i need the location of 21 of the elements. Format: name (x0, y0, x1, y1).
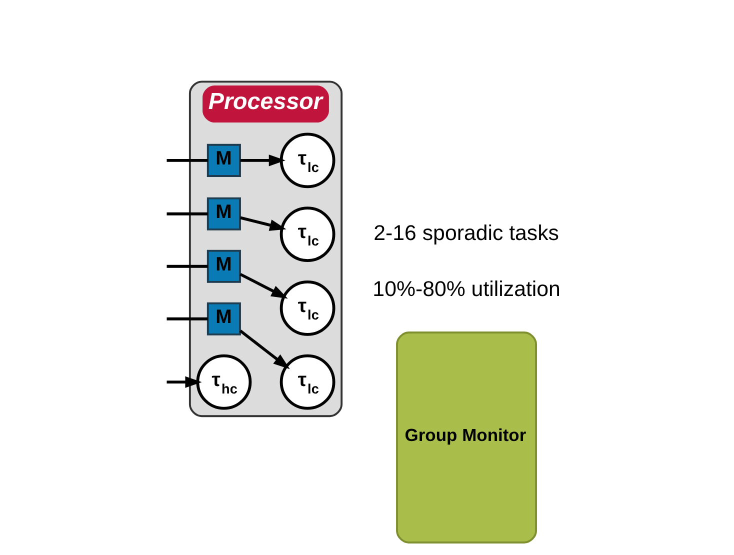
arrow (240, 154, 286, 166)
node-box: M (206, 302, 241, 336)
connector (166, 317, 208, 320)
arrow (239, 330, 290, 370)
connector (166, 212, 208, 216)
node-circle: τ$_{lc}$ (280, 206, 336, 262)
node-circle: τ$_{lc}$ (280, 354, 336, 410)
label: 2-16 sporadic tasks (374, 220, 560, 245)
arrow (240, 216, 286, 231)
node-box: Group Monitor (396, 332, 537, 544)
label: 10%-80% utilization (372, 277, 560, 302)
node-box: M (206, 144, 241, 177)
arrow (240, 272, 288, 299)
arrow (166, 376, 202, 388)
node-box: M (206, 197, 241, 230)
connector (166, 158, 208, 162)
connector (166, 264, 208, 268)
node-box: M (206, 250, 241, 283)
node-circle: τ$_{lc}$ (280, 132, 336, 188)
node-circle: τ$_{lc}$ (280, 280, 336, 336)
node-circle: τ$_{hc}$ (196, 354, 252, 410)
